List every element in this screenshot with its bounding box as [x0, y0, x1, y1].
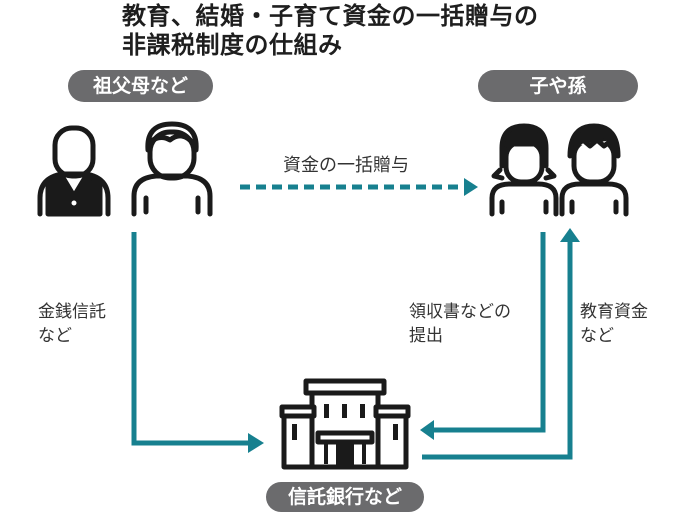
children-pill: 子や孫: [478, 70, 638, 102]
trust-flow-label: 金銭信託 など: [38, 300, 106, 348]
trust-flow-line-1: 金銭信託: [38, 302, 106, 322]
trust-flow-line-2: など: [38, 326, 72, 346]
trust-arrow: [131, 232, 264, 453]
education-flow-line-1: 教育資金: [580, 302, 648, 322]
grandparents-pill: 祖父母など: [68, 70, 213, 102]
receipt-flow-line-1: 領収書などの: [409, 302, 511, 322]
education-flow-line-2: など: [580, 326, 614, 346]
education-arrow: [422, 228, 580, 460]
gift-flow-label: 資金の一括贈与: [283, 155, 409, 176]
education-arrowhead-icon: [560, 228, 580, 242]
receipt-arrowhead-icon: [420, 420, 434, 440]
bank-pill: 信託銀行など: [266, 482, 424, 512]
receipt-flow-line-2: 提出: [409, 326, 443, 346]
boy-icon: [559, 123, 629, 217]
trust-arrowhead-icon: [248, 433, 264, 453]
receipt-flow-label: 領収書などの 提出: [409, 300, 511, 348]
title-line-2: 非課税制度の仕組み: [122, 31, 343, 59]
title-line-1: 教育、結婚・子育て資金の一括贈与の: [122, 2, 539, 30]
grandfather-icon: [37, 125, 111, 217]
girl-icon: [489, 123, 559, 217]
bank-building-icon: [279, 378, 411, 470]
grandmother-icon: [131, 121, 213, 217]
gift-arrow: [240, 178, 478, 196]
receipt-arrow: [420, 232, 546, 440]
diagram-title: 教育、結婚・子育て資金の一括贈与の 非課税制度の仕組み: [122, 2, 539, 60]
gift-arrowhead-icon: [464, 178, 478, 196]
education-flow-label: 教育資金 など: [580, 300, 648, 348]
